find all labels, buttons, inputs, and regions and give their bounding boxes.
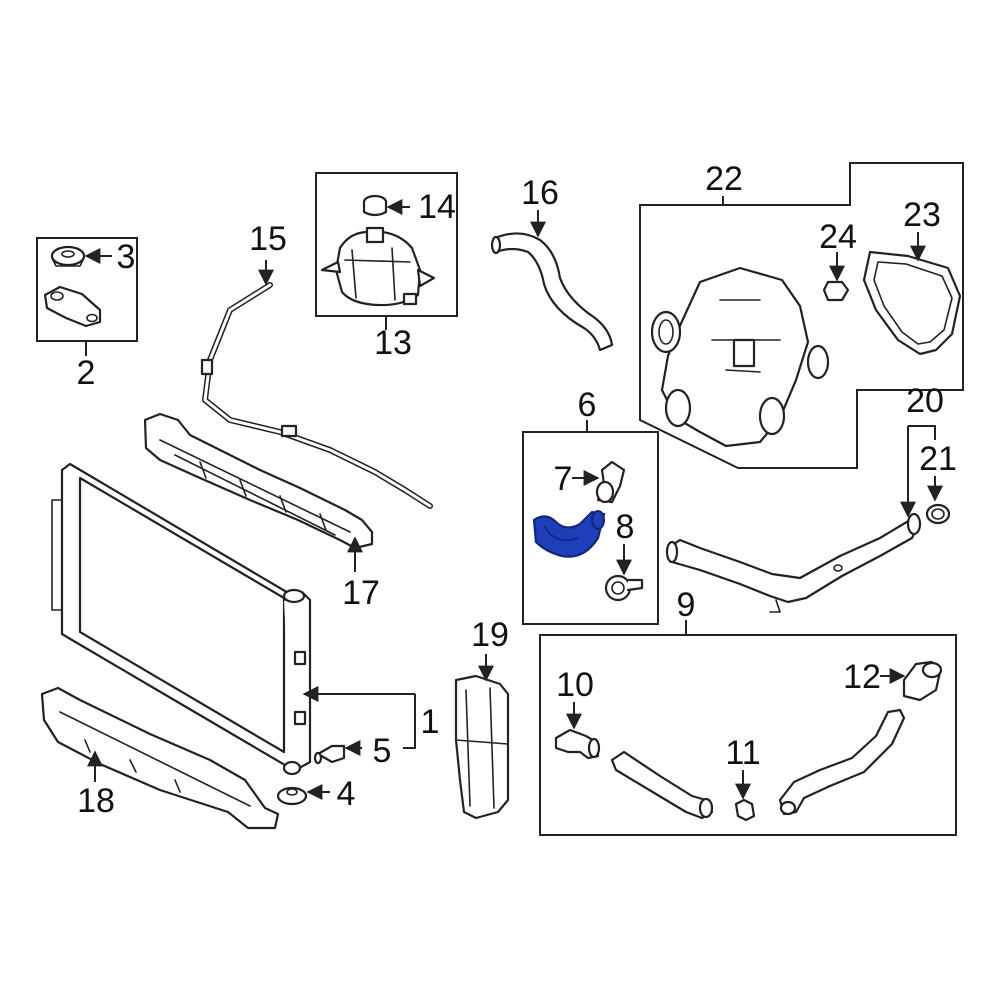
kit-box-6	[522, 431, 659, 625]
callout-11[interactable]: 11	[725, 734, 760, 772]
callout-22[interactable]: 22	[705, 160, 743, 198]
part-3-grommet[interactable]	[50, 245, 86, 267]
callout-9[interactable]: 9	[677, 586, 696, 624]
callout-12[interactable]: 12	[843, 658, 881, 696]
callout-15[interactable]: 15	[249, 220, 287, 258]
callout-17[interactable]: 17	[342, 574, 380, 612]
callout-2[interactable]: 2	[77, 354, 96, 392]
part-24-sensor[interactable]	[822, 280, 850, 302]
callout-18[interactable]: 18	[77, 782, 115, 820]
part-4-radiator-mount[interactable]	[276, 786, 308, 806]
callout-14[interactable]: 14	[418, 188, 456, 226]
callout-16[interactable]: 16	[521, 174, 559, 212]
callout-8[interactable]: 8	[616, 508, 635, 546]
part-9-lower-hose[interactable]	[778, 708, 906, 816]
callout-24[interactable]: 24	[819, 218, 857, 256]
part-18-lower-bracket[interactable]	[40, 686, 280, 830]
part-22-thermostat-housing[interactable]	[650, 266, 830, 448]
part-19-air-guide[interactable]	[454, 674, 510, 820]
part-9-heater-hose[interactable]	[610, 750, 714, 820]
part-7-hose-connector[interactable]	[595, 460, 626, 504]
part-15-overflow-hose[interactable]	[200, 282, 433, 509]
callout-labels: 1 2 3 4 5 6 7 8 9 10 11 12 13 14 15 16 1…	[77, 160, 957, 820]
part-20-coolant-pipe[interactable]	[665, 512, 922, 613]
callout-13[interactable]: 13	[374, 324, 412, 362]
part-11-hose-clip[interactable]	[734, 798, 756, 822]
part-13-coolant-reservoir[interactable]	[320, 226, 436, 307]
callout-5[interactable]: 5	[373, 732, 392, 770]
callout-20[interactable]: 20	[906, 382, 944, 420]
kit-box-9	[539, 634, 957, 836]
part-8-hose-clamp[interactable]	[604, 574, 644, 602]
part-12-hose-elbow[interactable]	[902, 660, 943, 702]
callout-23[interactable]: 23	[903, 196, 941, 234]
callout-6[interactable]: 6	[578, 386, 597, 424]
part-21-o-ring[interactable]	[925, 503, 951, 525]
part-2-bracket[interactable]	[43, 285, 102, 328]
part-6-coolant-hose-highlighted[interactable]	[532, 510, 606, 558]
part-16-radiator-hose[interactable]	[490, 232, 614, 352]
callout-21[interactable]: 21	[919, 440, 957, 478]
callout-1[interactable]: 1	[421, 703, 440, 741]
callout-19[interactable]: 19	[471, 616, 509, 654]
part-17-upper-bracket[interactable]	[143, 412, 374, 550]
callout-3[interactable]: 3	[117, 238, 136, 276]
kit-box-22	[639, 162, 964, 469]
leader-lines	[84, 196, 943, 800]
callout-10[interactable]: 10	[556, 666, 594, 704]
part-5-drain-plug[interactable]	[313, 744, 346, 765]
part-10-hose-elbow[interactable]	[554, 728, 601, 760]
callout-4[interactable]: 4	[337, 775, 356, 813]
part-14-reservoir-cap[interactable]	[362, 194, 388, 217]
part-1-radiator[interactable]	[51, 462, 312, 776]
part-23-gasket[interactable]	[862, 250, 962, 356]
callout-7[interactable]: 7	[554, 460, 573, 498]
